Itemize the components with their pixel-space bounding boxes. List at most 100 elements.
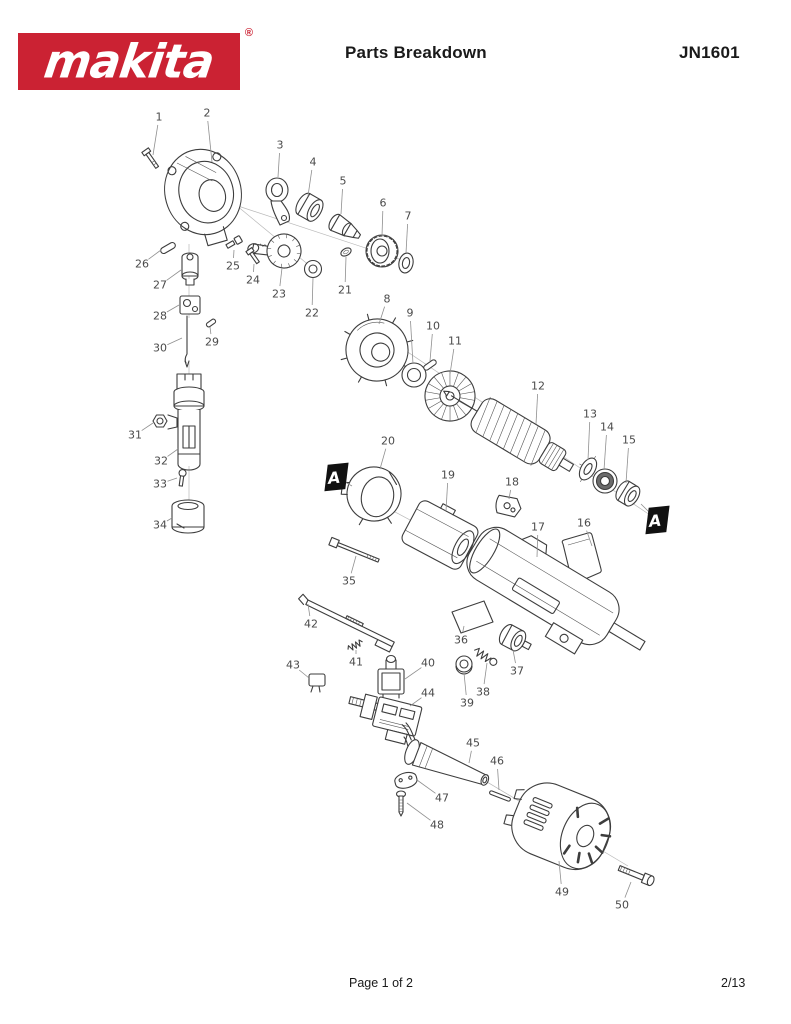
part-shape-37 (498, 624, 532, 652)
leader-line-43 (298, 669, 310, 679)
part-shapes (141, 147, 655, 887)
callout-25: 25 (226, 260, 240, 273)
part-shape-3 (265, 177, 291, 226)
part-shape-8 (340, 313, 414, 387)
part-shape-28 (179, 295, 201, 315)
callout-24: 24 (246, 274, 260, 287)
leader-line-27 (166, 269, 182, 281)
part-shape-42 (298, 593, 395, 653)
leader-line-17 (536, 534, 539, 558)
leader-line-40 (404, 667, 422, 680)
leader-line-47 (416, 779, 436, 794)
callout-38: 38 (476, 686, 490, 699)
callout-2: 2 (204, 107, 211, 120)
callout-13: 13 (583, 408, 597, 421)
callout-11: 11 (448, 335, 462, 348)
leader-line-30 (167, 337, 183, 346)
part-shape-2 (164, 148, 242, 247)
part-shape-18 (495, 494, 522, 518)
part-shape-10 (423, 359, 437, 371)
callout-23: 23 (272, 288, 286, 301)
leader-line-45 (468, 750, 472, 764)
callout-46: 46 (490, 755, 504, 768)
callout-14: 14 (600, 421, 614, 434)
part-shape-38 (474, 647, 498, 666)
callout-20: 20 (381, 435, 395, 448)
callout-35: 35 (342, 575, 356, 588)
leader-line-3 (277, 152, 280, 178)
leader-line-9 (410, 320, 414, 365)
leader-line-22 (311, 277, 314, 306)
leader-line-23 (279, 267, 283, 287)
registered-trademark-icon: ® (244, 27, 253, 39)
leader-line-20 (379, 448, 387, 470)
leader-line-46 (497, 768, 500, 791)
part-shape-34 (171, 499, 205, 534)
callout-8: 8 (384, 293, 391, 306)
view-marker-A-2: A (645, 505, 670, 535)
callout-15: 15 (622, 434, 636, 447)
part-shape-32 (173, 373, 205, 471)
leader-line-2 (207, 120, 213, 163)
part-shape-6 (365, 234, 399, 268)
leader-line-32 (167, 448, 179, 457)
leader-line-37 (512, 649, 516, 664)
part-shape-13 (578, 455, 598, 483)
callout-39: 39 (460, 697, 474, 710)
part-shape-39 (455, 655, 473, 675)
page-title: Parts Breakdown (345, 43, 487, 62)
part-shape-9 (401, 362, 427, 388)
part-shape-33 (178, 468, 187, 487)
callout-18: 18 (505, 476, 519, 489)
callout-48: 48 (430, 819, 444, 832)
callout-28: 28 (153, 310, 167, 323)
leader-line-42 (307, 603, 311, 617)
leader-line-48 (406, 802, 431, 821)
part-shape-12 (443, 390, 575, 472)
part-shape-44 (348, 693, 423, 745)
leader-line-19 (445, 482, 448, 512)
callout-37: 37 (510, 665, 524, 678)
leader-line-18 (508, 489, 511, 500)
part-shape-27 (181, 252, 199, 286)
leader-line-5 (340, 188, 343, 215)
leader-line-7 (405, 223, 408, 254)
part-shape-5 (328, 213, 362, 239)
part-shape-50 (617, 865, 655, 887)
part-shape-7 (398, 252, 414, 274)
leader-line-39 (463, 672, 467, 696)
leader-line-6 (381, 210, 384, 237)
leader-line-1 (152, 124, 159, 156)
part-shape-36 (451, 600, 494, 634)
leader-line-10 (429, 333, 433, 362)
leader-line-16 (586, 530, 593, 547)
leader-line-15 (625, 447, 629, 484)
part-shape-25 (225, 235, 243, 249)
part-shape-11 (424, 370, 476, 422)
part-shape-17 (466, 526, 646, 655)
leader-line-36 (462, 625, 465, 633)
callout-5: 5 (340, 175, 347, 188)
part-shape-47 (394, 771, 418, 789)
callout-7: 7 (405, 210, 412, 223)
callout-50: 50 (615, 899, 629, 912)
leader-line-34 (166, 517, 173, 522)
part-shape-15 (615, 480, 641, 507)
part-shape-46 (489, 790, 511, 802)
leader-line-31 (141, 422, 154, 431)
callout-40: 40 (421, 657, 435, 670)
leader-line-24 (253, 263, 255, 273)
part-shape-41 (347, 639, 363, 651)
callout-27: 27 (153, 279, 167, 292)
leader-line-35 (350, 555, 357, 574)
callout-19: 19 (441, 469, 455, 482)
callout-43: 43 (286, 659, 300, 672)
part-shape-14 (592, 468, 618, 494)
callout-10: 10 (426, 320, 440, 333)
callout-26: 26 (135, 258, 149, 271)
callout-49: 49 (555, 886, 569, 899)
doc-page-number: 2/13 (721, 976, 746, 990)
